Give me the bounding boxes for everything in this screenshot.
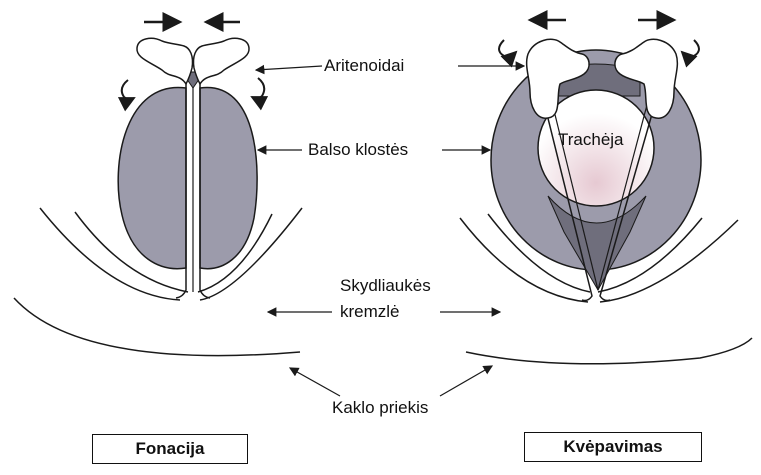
vocal-fold-left <box>118 87 186 268</box>
phonation-larynx <box>14 22 302 356</box>
neck-front-right <box>466 338 752 364</box>
label-balso-klostes: Balso klostės <box>308 140 408 160</box>
label-kremzle: kremzlė <box>340 302 400 322</box>
label-skydliaukes: Skydliaukės <box>340 276 431 296</box>
neck-front-left <box>14 298 300 356</box>
rotation-arrow-right-icon-r <box>682 40 699 57</box>
label-aritenoidai: Aritenoidai <box>324 56 404 76</box>
caption-kvepavimas: Kvėpavimas <box>524 432 702 462</box>
rotation-arrow-left-icon <box>122 80 134 99</box>
leader-lines <box>256 66 524 396</box>
respiration-larynx <box>460 20 752 364</box>
rotation-arrow-right-icon <box>252 78 264 98</box>
arytenoid-left <box>137 38 193 84</box>
label-kaklo-priekis: Kaklo priekis <box>332 398 428 418</box>
rotation-arrow-left-icon-r <box>499 40 516 57</box>
caption-fonacija: Fonacija <box>92 434 248 464</box>
arytenoid-right <box>193 38 249 84</box>
label-tracheja: Trachėja <box>558 130 624 150</box>
vocal-fold-right <box>200 88 257 269</box>
